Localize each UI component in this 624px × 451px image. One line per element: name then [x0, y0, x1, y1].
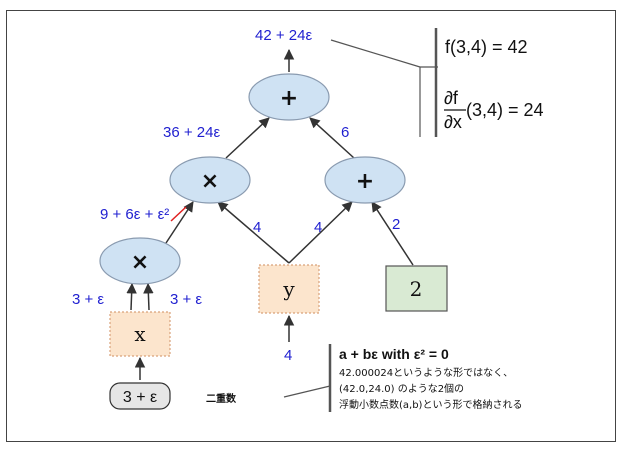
label-mid-left: 36 + 24ε — [163, 124, 220, 141]
input-dual-number: 3 + ε — [109, 382, 171, 410]
leaf-x: x — [109, 311, 171, 357]
deriv-value: (3,4) = 24 — [466, 100, 544, 120]
edge-y-midplus — [288, 201, 353, 264]
plus-icon: + — [280, 86, 298, 111]
label-edge-two: 2 — [392, 216, 400, 233]
annotation-line: 浮動小数点数(a,b)という形で格納される — [339, 398, 522, 411]
svg-text:2: 2 — [410, 277, 423, 301]
times-icon: × — [201, 169, 219, 194]
diagram-frame — [6, 10, 616, 442]
label-output: 42 + 24ε — [255, 27, 312, 44]
edge-x-lowtimes-right — [143, 282, 154, 311]
label-y-input: 4 — [284, 347, 292, 364]
result-callout: f(3,4) = 42 ∂f ∂x (3,4) = 24 — [330, 28, 544, 137]
times-icon: × — [131, 250, 149, 275]
edge-two-midplus — [371, 201, 414, 266]
edge-x-lowtimes-left — [126, 282, 137, 311]
node-top-plus: + — [248, 73, 330, 121]
node-mid-plus: + — [324, 156, 406, 204]
deriv-numerator: ∂f — [444, 88, 459, 108]
dual-number-callout: 二重数 a + bε with ε² = 0 42.000024というような形で… — [206, 344, 522, 412]
edge-midtimes-topplus — [225, 117, 270, 159]
graph-edges — [126, 48, 414, 380]
leaf-constant-two: 2 — [385, 265, 448, 312]
annotation-line: 42.000024というような形ではなく、 — [339, 367, 513, 379]
svg-text:x: x — [134, 322, 146, 346]
label-edge-y-right: 4 — [314, 219, 322, 236]
plus-icon: + — [356, 169, 374, 194]
label-edge-y-left: 4 — [253, 219, 261, 236]
annotation-line: (42.0,24.0) のような2個の — [339, 382, 464, 395]
leaf-y: y — [258, 264, 320, 314]
edge-lowtimes-midtimes — [165, 201, 194, 244]
f-value: f(3,4) = 42 — [445, 37, 528, 57]
edge-midplus-topplus — [309, 117, 355, 159]
label-x-left: 3 + ε — [72, 291, 104, 308]
svg-text:3 + ε: 3 + ε — [123, 389, 157, 406]
label-x-right: 3 + ε — [170, 291, 202, 308]
strike-mark — [170, 206, 187, 222]
node-low-times: × — [99, 237, 181, 285]
dual-number-label: 二重数 — [206, 392, 237, 405]
label-low-left: 9 + 6ε + ε² — [100, 206, 169, 223]
deriv-denominator: ∂x — [444, 112, 462, 132]
label-mid-right: 6 — [341, 124, 349, 141]
svg-text:y: y — [282, 277, 295, 301]
edge-y-midtimes — [217, 201, 290, 264]
annotation-title: a + bε with ε² = 0 — [339, 346, 449, 362]
node-mid-times: × — [169, 156, 251, 204]
